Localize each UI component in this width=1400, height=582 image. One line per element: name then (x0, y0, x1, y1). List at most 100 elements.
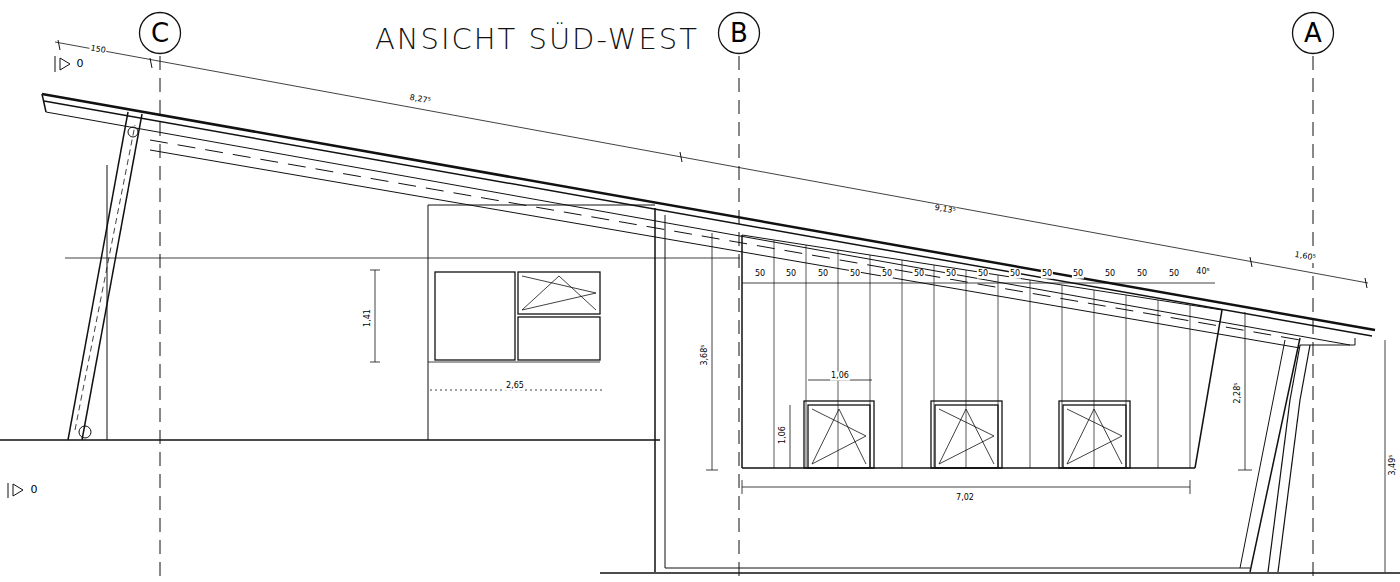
dimension-label: 3,49⁵ (1389, 453, 1398, 476)
column (68, 112, 128, 440)
facade-panel (742, 235, 1222, 310)
downpipe (1300, 345, 1310, 400)
dimension-tick (742, 480, 743, 494)
facade-batten (902, 260, 903, 468)
facade-batten (774, 240, 775, 468)
facade-panel (1195, 310, 1222, 468)
dimension-label: 50 (945, 270, 957, 279)
axis-circle (1293, 13, 1334, 54)
dimension-label: 50 (1136, 270, 1148, 279)
dimension-label: 40⁵ (1195, 268, 1210, 277)
wall-line (428, 362, 600, 363)
wall-line (428, 205, 655, 206)
dimension-tick (150, 58, 152, 68)
level-marker (55, 56, 56, 72)
wall-line (654, 208, 656, 572)
dimension-tick (1190, 480, 1191, 494)
wall-line (665, 568, 1250, 569)
downpipe (1355, 338, 1356, 345)
reference-line (65, 258, 740, 259)
grid-axis (739, 56, 740, 582)
axis-circle (719, 13, 760, 54)
dimension-label: 3,68⁵ (701, 343, 710, 366)
dimension-line (712, 233, 713, 470)
window-frame (518, 317, 600, 360)
dimension-label: 50 (785, 270, 797, 279)
window-frame (808, 405, 870, 468)
dimension-label: 50 (817, 270, 829, 279)
dimension-line (742, 283, 1215, 284)
opening-symbol (1067, 409, 1122, 464)
roof-edge (42, 94, 46, 112)
dimension-label: 9,13⁵ (933, 204, 957, 217)
downpipe (1290, 345, 1300, 400)
axis-letter: C (151, 20, 169, 46)
dimension-label: 50 (977, 270, 989, 279)
column (82, 114, 142, 440)
opening-symbol (812, 409, 866, 464)
dimension-tick (1250, 257, 1252, 267)
roof-edge (42, 94, 1375, 330)
dimension-tick (680, 152, 682, 162)
dimension-label: 7,02 (955, 494, 975, 503)
window-frame (935, 405, 998, 468)
dimension-label: 50 (1009, 270, 1021, 279)
dimension-label: 2,65 (505, 382, 525, 391)
window-frame (1063, 405, 1126, 468)
dimension-label: 1,41 (364, 308, 373, 328)
dimension-label: 50 (849, 270, 861, 279)
wall-line (1250, 338, 1300, 572)
wall-line (107, 165, 108, 440)
window-frame (931, 401, 1002, 468)
roof-edge (46, 112, 1350, 345)
dimension-tick (58, 40, 60, 50)
dimension-label: 1,06 (779, 425, 788, 445)
dimension-tick (1238, 470, 1252, 471)
axis-circle (140, 13, 181, 54)
facade-batten (1158, 300, 1159, 468)
dimension-tick (706, 470, 718, 471)
facade-panel (741, 235, 743, 468)
dimension-label: 1,60⁵ (1293, 251, 1317, 264)
dimension-label: 50 (1168, 270, 1180, 279)
downpipe (1300, 345, 1355, 346)
opening-symbol (939, 409, 994, 464)
roof-beam (150, 140, 1300, 340)
dimension-label: 50 (1072, 270, 1084, 279)
level-triangle (60, 58, 70, 70)
facade-batten (1030, 280, 1031, 468)
level-marker (8, 483, 9, 498)
axis-letter: A (1304, 20, 1322, 46)
facade-batten (806, 245, 807, 468)
dimension-line (790, 405, 791, 468)
facade-batten (934, 265, 935, 468)
grid-axis (160, 56, 161, 582)
dimension-label: 150 (89, 44, 108, 56)
window-frame (1059, 401, 1130, 468)
wall-line (665, 215, 666, 568)
column-pin (79, 426, 91, 438)
dimension-label: 8,27⁵ (408, 94, 432, 107)
dimension-line (55, 42, 1368, 283)
dimension-label: 2,28⁵ (1234, 381, 1243, 404)
dimension-line (1245, 312, 1246, 470)
dimension-label: 50 (1041, 270, 1053, 279)
dimension-tick (370, 362, 380, 363)
column-pin (128, 127, 138, 137)
downpipe (1268, 400, 1290, 572)
dimension-label: 50 (1104, 270, 1116, 279)
dimension-label: 50 (881, 270, 893, 279)
facade-batten (1062, 285, 1063, 468)
level-triangle (13, 484, 23, 496)
dimension-line (1385, 340, 1386, 572)
facade-batten (838, 250, 839, 468)
facade-batten (1190, 305, 1191, 468)
dimension-line (375, 270, 376, 362)
column-axis (75, 125, 135, 430)
facade-batten (966, 270, 967, 468)
grid-axis-bubble: B (717, 11, 761, 55)
grid-axis-bubble: C (138, 11, 182, 55)
window-frame (518, 272, 600, 314)
roof-beam (150, 150, 1300, 348)
dimension-label: 1,06 (830, 372, 850, 381)
